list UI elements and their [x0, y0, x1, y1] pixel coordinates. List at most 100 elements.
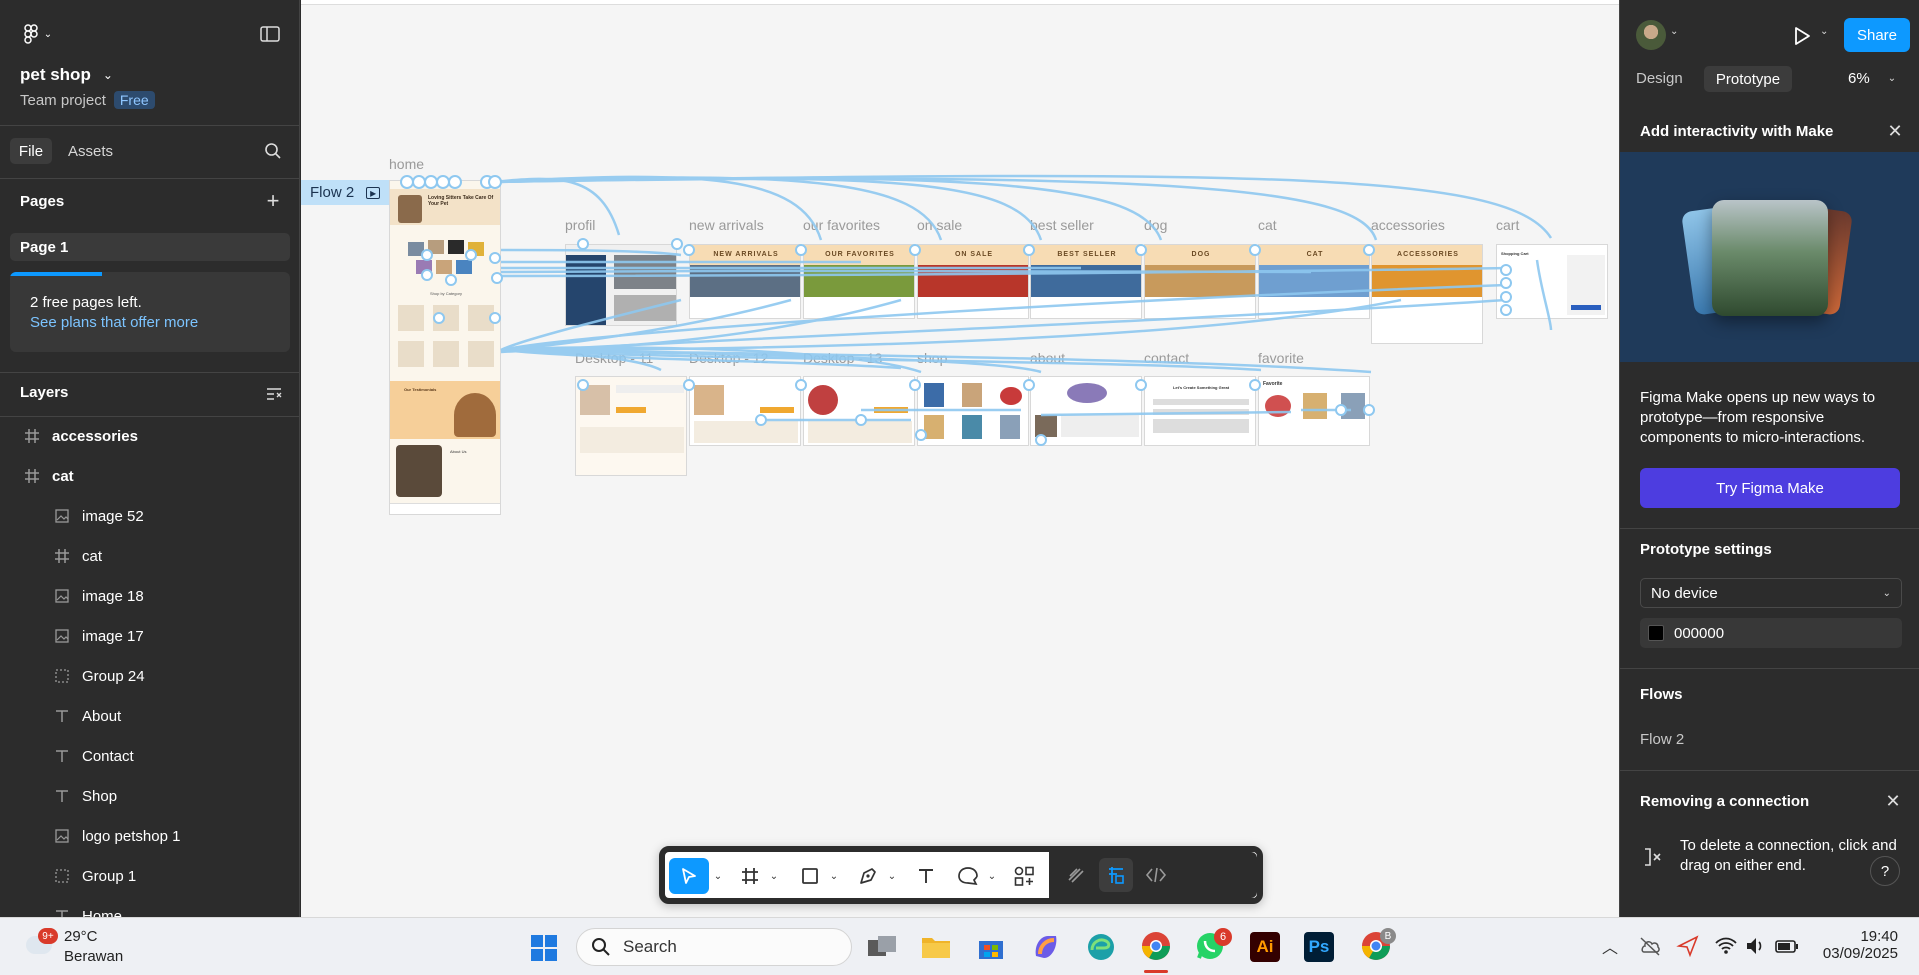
draw-mode-button[interactable] — [1061, 861, 1091, 889]
move-tool-button[interactable] — [669, 858, 709, 894]
layer-item[interactable]: Home — [0, 896, 299, 917]
collapse-layers-button[interactable] — [264, 384, 284, 404]
tab-file[interactable]: File — [10, 138, 52, 164]
move-tool-chevron[interactable]: ⌄ — [711, 862, 725, 890]
present-options-chevron[interactable]: ⌄ — [1820, 26, 1829, 37]
file-name-dropdown[interactable]: pet shop ⌄ — [20, 64, 113, 86]
layer-item[interactable]: image 18 — [0, 576, 299, 616]
tab-design[interactable]: Design — [1636, 70, 1683, 87]
weather-widget[interactable]: 9+ — [22, 928, 62, 964]
color-swatch — [1648, 625, 1664, 641]
zoom-dropdown[interactable]: 6% ⌄ — [1848, 70, 1896, 87]
code-icon — [1145, 867, 1167, 883]
close-tip-button[interactable]: ✕ — [1882, 790, 1904, 812]
present-button[interactable] — [1790, 24, 1814, 48]
illustrator-icon: Ai — [1256, 937, 1274, 956]
tab-prototype[interactable]: Prototype — [1704, 66, 1792, 92]
add-page-button[interactable]: + — [262, 188, 284, 213]
layer-item[interactable]: image 52 — [0, 496, 299, 536]
see-plans-link[interactable]: See plans that offer more — [30, 314, 199, 331]
wifi-button[interactable] — [1714, 934, 1738, 958]
dev-mode-button[interactable] — [1141, 861, 1171, 889]
background-color-field[interactable]: 000000 — [1640, 618, 1902, 648]
frame-about[interactable] — [1030, 376, 1142, 446]
frame-label-accessories[interactable]: accessories — [1371, 217, 1445, 233]
layer-item[interactable]: Contact — [0, 736, 299, 776]
pen-tool-chevron[interactable]: ⌄ — [885, 862, 899, 890]
design-mode-button[interactable] — [1099, 858, 1133, 892]
share-button[interactable]: Share — [1844, 18, 1910, 52]
task-view-button[interactable] — [866, 934, 898, 962]
frame-accessories[interactable]: ACCESSORIES — [1371, 244, 1483, 344]
help-button[interactable]: ? — [1870, 856, 1900, 886]
image-icon — [54, 508, 70, 524]
clock-button[interactable]: 19:40 03/09/2025 — [1808, 924, 1908, 970]
comment-tool-chevron[interactable]: ⌄ — [985, 862, 999, 890]
frame-label-our-favorites[interactable]: our favorites — [803, 217, 881, 233]
layer-item[interactable]: logo petshop 1 — [0, 816, 299, 856]
taskbar-search[interactable]: Search — [576, 928, 852, 966]
actions-tool-button[interactable] — [1009, 862, 1039, 890]
illustrator-button[interactable]: Ai — [1250, 932, 1280, 962]
shape-tool-button[interactable] — [795, 862, 825, 890]
layer-item[interactable]: About — [0, 696, 299, 736]
volume-button[interactable] — [1744, 934, 1768, 958]
flow-item[interactable]: Flow 2 — [1640, 731, 1685, 748]
layer-item[interactable]: cat — [0, 456, 299, 496]
microsoft-store-button[interactable] — [976, 932, 1006, 962]
copilot-button[interactable] — [1030, 932, 1062, 962]
frame-tool-chevron[interactable]: ⌄ — [767, 862, 781, 890]
pen-tool-button[interactable] — [853, 862, 883, 890]
layer-item[interactable]: Group 1 — [0, 856, 299, 896]
frame-cart[interactable]: Shopping Cart — [1496, 244, 1608, 319]
avatar[interactable] — [1636, 20, 1666, 50]
file-explorer-button[interactable] — [920, 932, 952, 962]
comment-tool-button[interactable] — [953, 862, 983, 890]
frame-label-cart[interactable]: cart — [1496, 217, 1520, 233]
frame-label-dog[interactable]: dog — [1144, 217, 1168, 233]
bottom-toolbar: ⌄ ⌄ ⌄ ⌄ ⌄ — [659, 846, 1263, 904]
text-tool-button[interactable] — [911, 862, 941, 890]
frame-contact[interactable]: Let's Create Something Great — [1144, 376, 1256, 446]
layer-item[interactable]: image 17 — [0, 616, 299, 656]
canvas[interactable]: Flow 2 ▸ home profil new arrivals our fa… — [301, 0, 1619, 917]
frame-label-favorite[interactable]: favorite — [1258, 350, 1304, 366]
frame-home[interactable]: Loving Sitters Take Care Of Your Pet Sho… — [389, 180, 501, 515]
toggle-sidebar-button[interactable] — [258, 24, 282, 44]
frame-label-home[interactable]: home — [389, 156, 425, 172]
layer-item[interactable]: Group 24 — [0, 656, 299, 696]
flow-starting-point[interactable]: Flow 2 ▸ — [301, 180, 389, 205]
frame-label-new-arrivals[interactable]: new arrivals — [689, 217, 764, 233]
search-layers-button[interactable] — [262, 140, 284, 162]
frame-label-cat[interactable]: cat — [1258, 217, 1277, 233]
frame-desktop-12[interactable] — [689, 376, 801, 446]
frame-tool-button[interactable] — [735, 862, 765, 890]
network-off-button[interactable] — [1638, 934, 1662, 958]
frame-profil[interactable] — [565, 244, 677, 326]
edge-button[interactable] — [1086, 932, 1116, 962]
device-select[interactable]: No device ⌄ — [1640, 578, 1902, 608]
shape-tool-chevron[interactable]: ⌄ — [827, 862, 841, 890]
photoshop-button[interactable]: Ps — [1304, 932, 1334, 962]
layer-item[interactable]: accessories — [0, 416, 299, 456]
try-figma-make-button[interactable]: Try Figma Make — [1640, 468, 1900, 508]
battery-button[interactable] — [1774, 934, 1800, 958]
whatsapp-button[interactable]: 6 — [1194, 928, 1232, 964]
page-item-page-1[interactable]: Page 1 — [10, 233, 290, 261]
layer-item[interactable]: cat — [0, 536, 299, 576]
frame-desktop-11[interactable] — [575, 376, 687, 476]
start-button[interactable] — [530, 934, 558, 962]
frame-label-best-seller[interactable]: best seller — [1030, 217, 1094, 233]
figma-menu-button[interactable]: ⌄ — [20, 22, 56, 46]
show-hidden-icons-button[interactable]: ︿ — [1600, 936, 1620, 957]
chrome-profile-button[interactable]: B — [1360, 928, 1396, 964]
chrome-button[interactable] — [1140, 930, 1174, 973]
send-button[interactable] — [1676, 934, 1700, 958]
frame-label-profil[interactable]: profil — [565, 217, 596, 233]
layer-item[interactable]: Shop — [0, 776, 299, 816]
frame-on-sale[interactable]: ON SALE — [917, 244, 1029, 319]
clock-time: 19:40 — [1860, 928, 1898, 945]
frame-dog[interactable]: DOG — [1144, 244, 1256, 319]
close-make-button[interactable]: ✕ — [1884, 120, 1906, 142]
tab-assets[interactable]: Assets — [68, 142, 114, 160]
